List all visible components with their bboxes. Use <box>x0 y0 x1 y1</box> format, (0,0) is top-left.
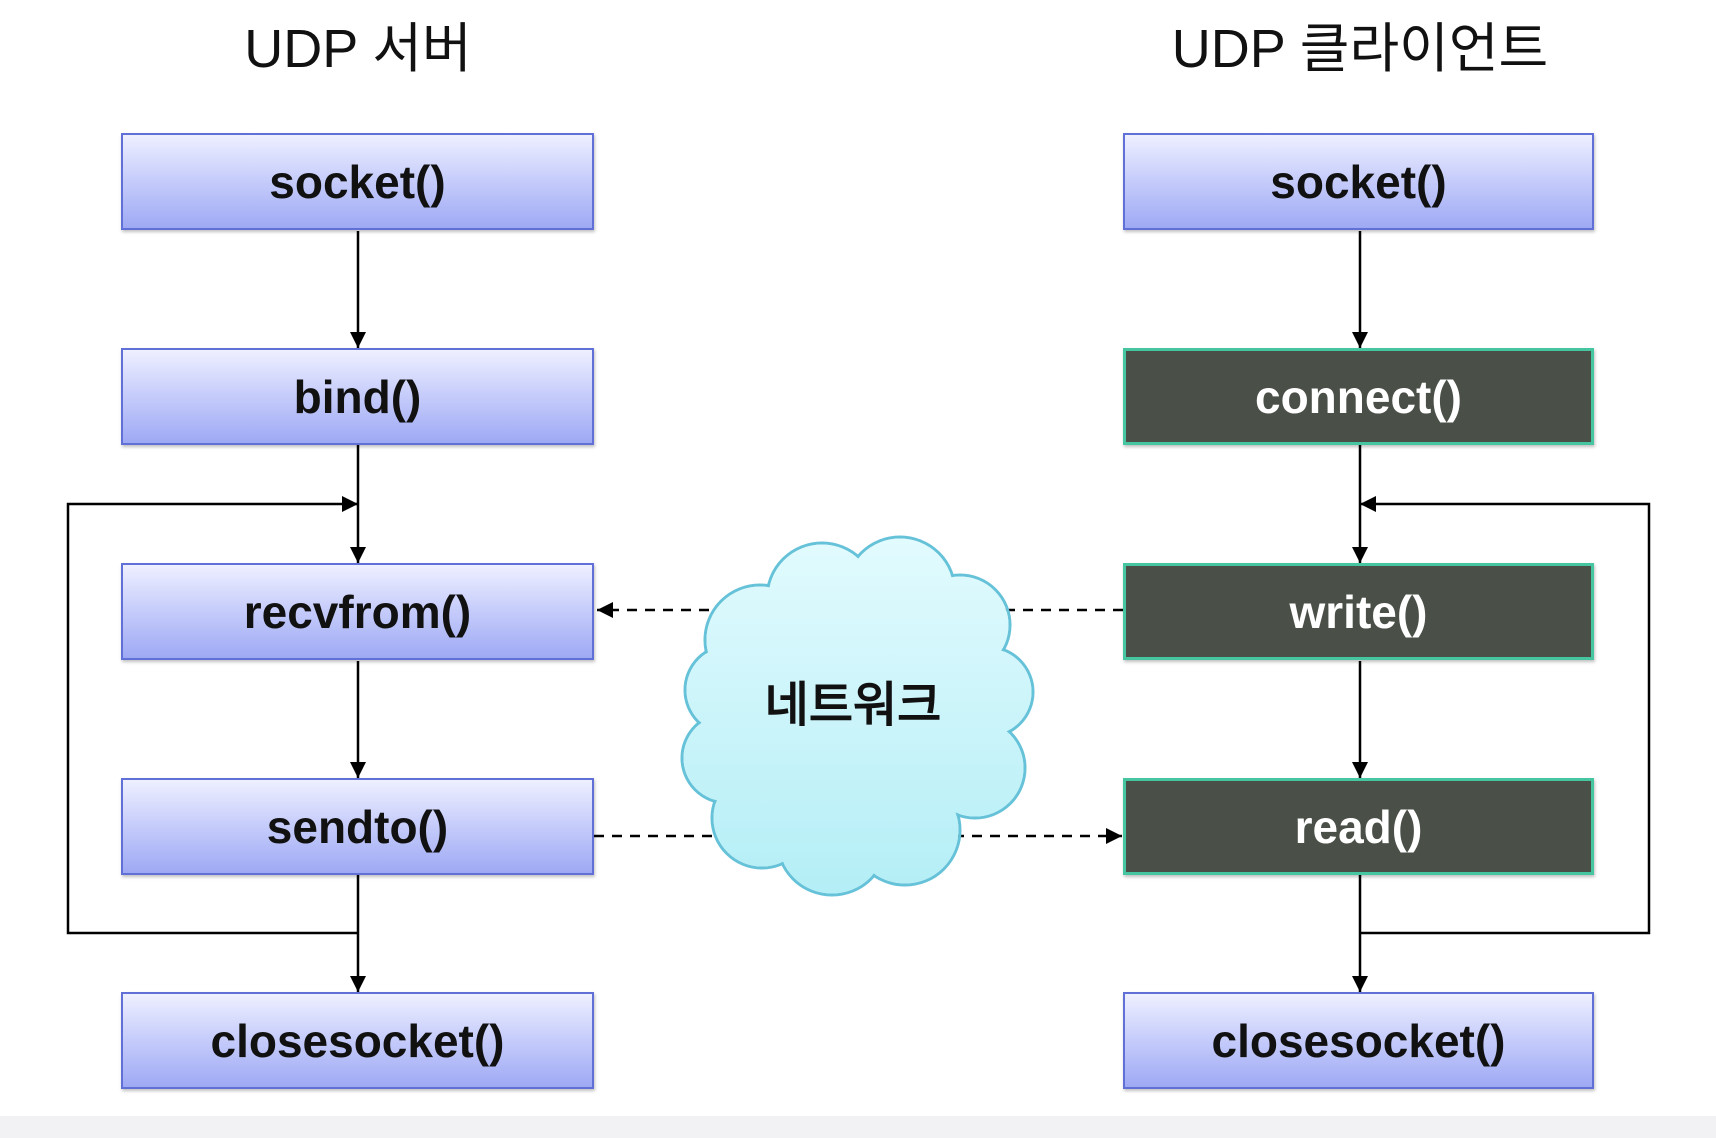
client-step-write: write() <box>1123 563 1594 660</box>
server-title: UDP 서버 <box>244 19 472 79</box>
server-loop-arrow <box>66 496 358 935</box>
network-label: 네트워크 <box>764 679 942 732</box>
client-step-closesocket: closesocket() <box>1123 992 1594 1089</box>
server-step-closesocket: closesocket() <box>121 992 594 1089</box>
client-step-read: read() <box>1123 778 1594 875</box>
server-step-recvfrom: recvfrom() <box>121 563 594 660</box>
client-step-socket: socket() <box>1123 133 1594 230</box>
client-title: UDP 클라이언트 <box>1171 19 1549 79</box>
server-step-sendto: sendto() <box>121 778 594 875</box>
network-cloud <box>680 535 1035 897</box>
client-step-connect: connect() <box>1123 348 1594 445</box>
server-step-socket: socket() <box>121 133 594 230</box>
server-step-bind: bind() <box>121 348 594 445</box>
bottom-strip <box>0 1116 1716 1138</box>
client-loop-arrow <box>1360 496 1651 935</box>
